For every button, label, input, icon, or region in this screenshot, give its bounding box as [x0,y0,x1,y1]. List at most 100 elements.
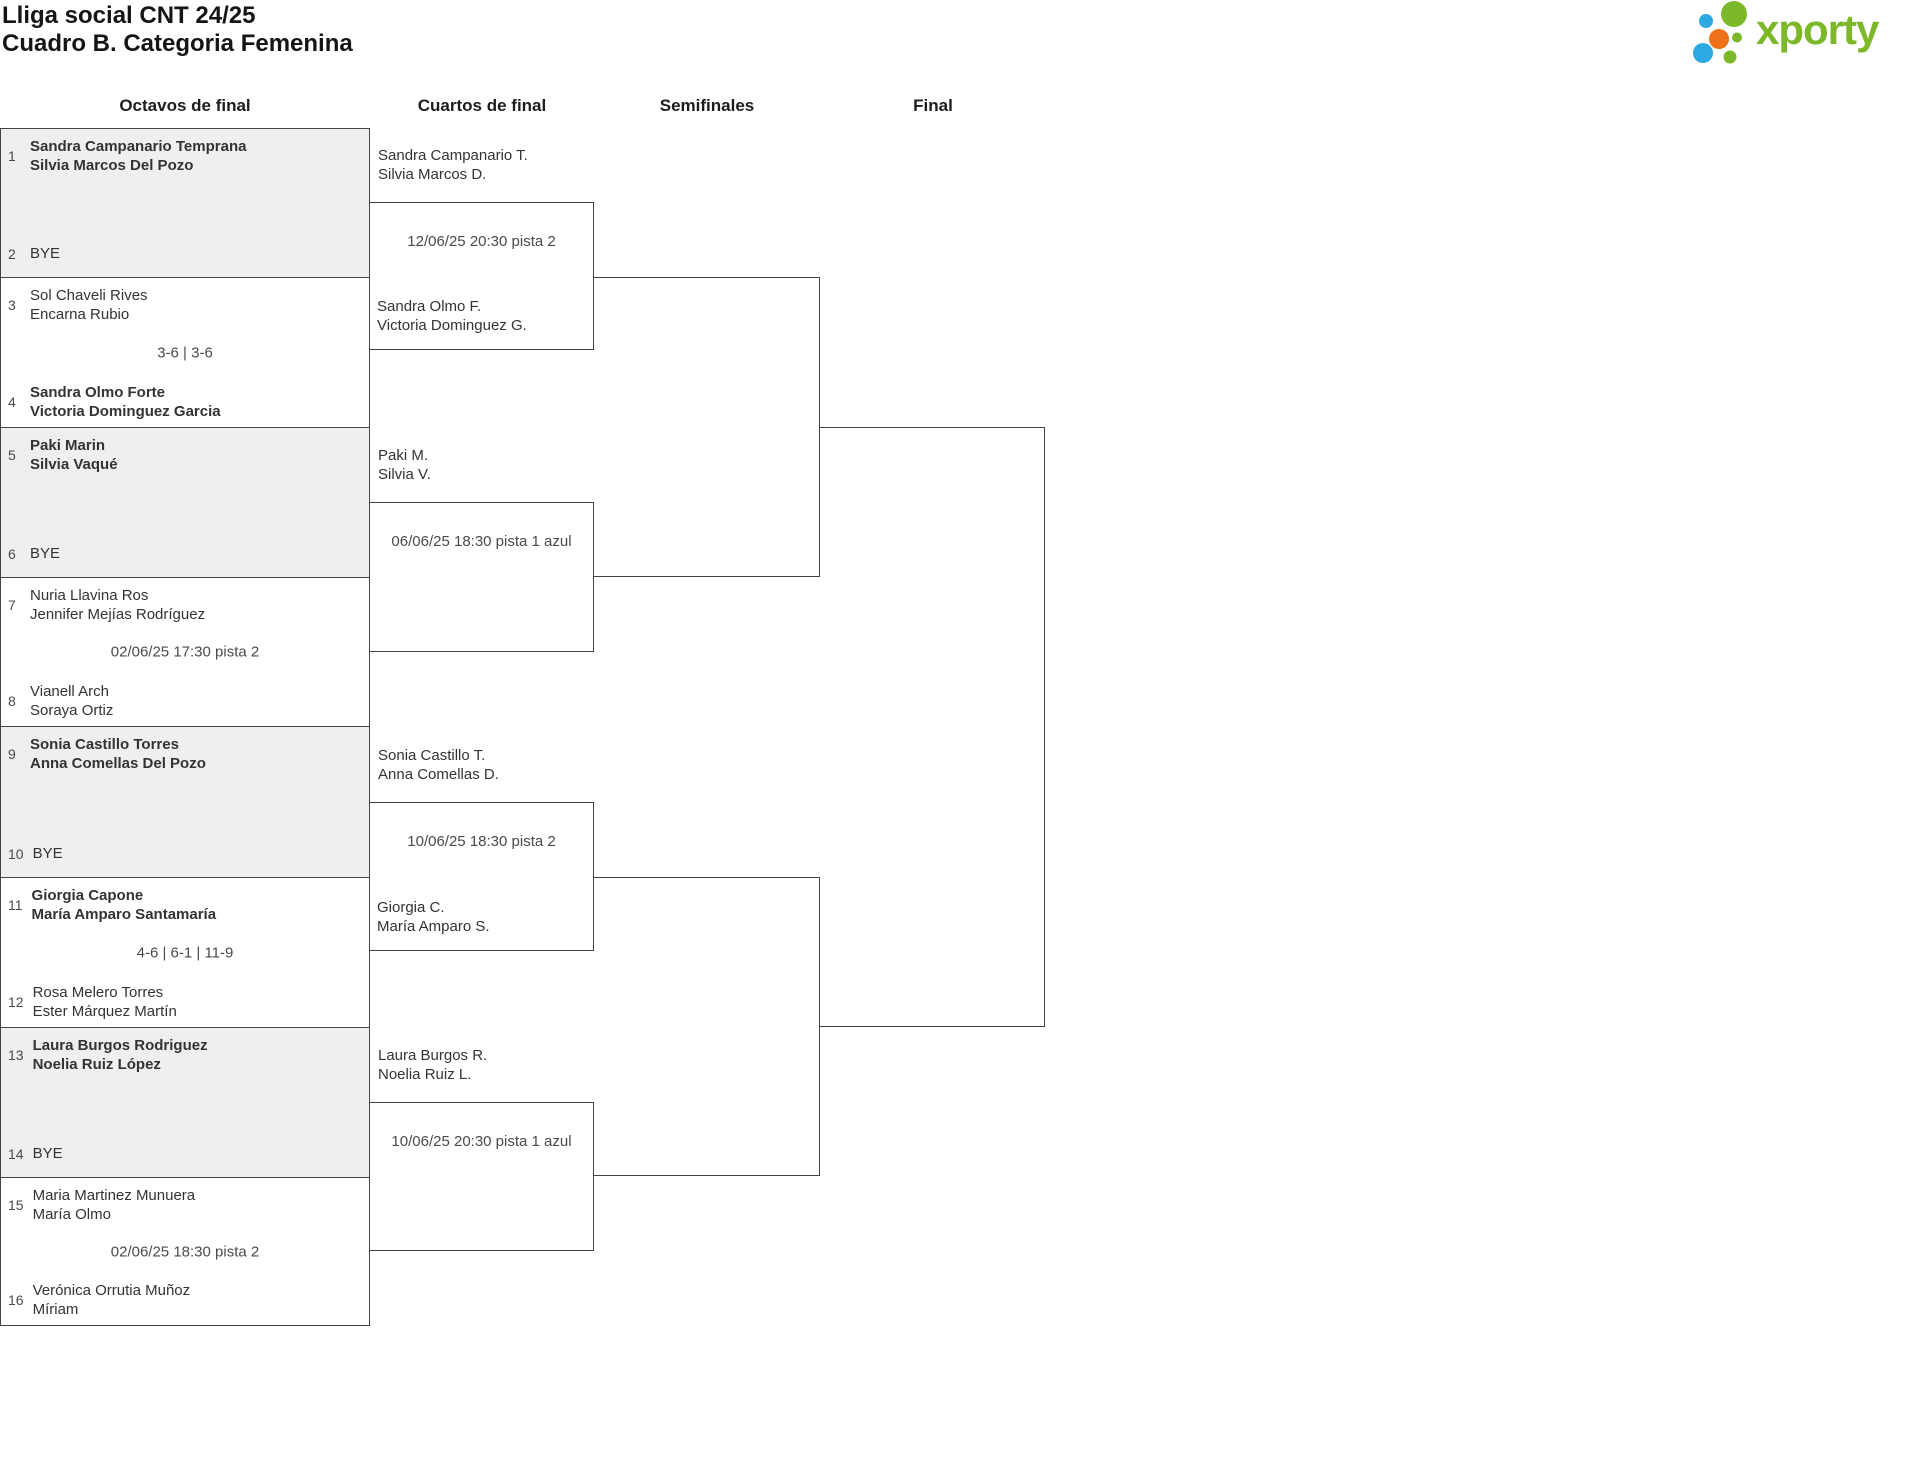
player-name: Paki M. [378,447,429,464]
octavos-match-3: 5 Paki Marin Silvia Vaqué 6 BYE [0,427,370,578]
team-names: Sonia Castillo Torres Anna Comellas Del … [30,735,206,773]
team-names: Giorgia Capone María Amparo Santamaría [32,886,217,924]
player-name: Nuria Llavina Ros [30,587,149,604]
logo-dot-blue-large [1693,43,1713,63]
match-schedule: 02/06/25 18:30 pista 2 [110,1243,260,1260]
team-names: Nuria Llavina Ros Jennifer Mejías Rodríg… [30,586,205,624]
logo-wordmark: xporty [1756,6,1879,53]
match-schedule: 12/06/25 20:30 pista 2 [407,233,556,250]
seed-number: 11 [8,897,23,913]
player-name: Silvia Marcos D. [378,166,487,183]
seed-number: 6 [8,545,16,562]
bye-label: BYE [32,845,63,862]
team-names: Sandra Campanario Temprana Silvia Marcos… [30,137,246,175]
bye-label: BYE [30,545,61,562]
cuartos-match-1: 12/06/25 20:30 pista 2 Sandra Olmo F. Vi… [370,202,594,350]
seed-number: 4 [8,394,16,410]
player-name: María Amparo Santamaría [31,906,217,923]
player-name: Sandra Olmo Forte [30,384,166,401]
team-entry: 3 Sol Chaveli Rives Encarna Rubio [8,286,365,324]
seed-number: 10 [8,845,24,862]
player-name: Maria Martinez Munuera [32,1187,196,1204]
player-name: Laura Burgos Rodriguez [32,1037,208,1054]
team-entry: 7 Nuria Llavina Ros Jennifer Mejías Rodr… [8,586,365,624]
octavos-match-2: 3 Sol Chaveli Rives Encarna Rubio 3-6 | … [0,277,370,428]
seed-number: 7 [8,597,16,613]
player-name: Míriam [32,1301,79,1318]
player-name: Sol Chaveli Rives [30,287,148,304]
cuartos-3-top-team: Sonia Castillo T. Anna Comellas D. [378,746,590,784]
match-schedule: 06/06/25 18:30 pista 1 azul [391,533,572,550]
round-header-semifinales: Semifinales [659,96,755,115]
player-name: Victoria Dominguez Garcia [30,403,221,420]
cuartos-3-bottom-team: Giorgia C. María Amparo S. [377,898,490,936]
team-entry: 14 BYE [8,1144,365,1163]
round-header-octavos: Octavos de final [119,96,251,115]
player-name: Soraya Ortiz [30,702,114,719]
octavos-match-5: 9 Sonia Castillo Torres Anna Comellas De… [0,726,370,878]
match-schedule: 10/06/25 18:30 pista 2 [407,833,556,850]
match-schedule: 10/06/25 20:30 pista 1 azul [391,1133,572,1150]
team-entry: 13 Laura Burgos Rodriguez Noelia Ruiz Ló… [8,1036,365,1074]
player-name: Sonia Castillo Torres [30,736,179,753]
team-entry: 15 Maria Martinez Munuera María Olmo [8,1186,365,1224]
player-name: Rosa Melero Torres [32,984,164,1001]
cuartos-2-top-team: Paki M. Silvia V. [378,446,590,484]
bracket-subtitle: Cuadro B. Categoria Femenina [2,30,353,57]
round-header-final: Final [913,96,953,115]
logo-dot-green-small [1723,50,1737,64]
cuartos-match-2: 06/06/25 18:30 pista 1 azul [370,502,594,652]
logo-dot-green-tiny [1732,32,1742,43]
xporty-logo: xporty [1684,0,1920,64]
player-name: Vianell Arch [30,683,109,700]
bye-label: BYE [32,1145,63,1162]
team-entry: 2 BYE [8,244,365,263]
player-name: Paki Marin [30,437,106,454]
player-name: Ester Márquez Martín [32,1003,177,1020]
player-name: Anna Comellas Del Pozo [30,755,206,772]
player-name: Noelia Ruiz L. [378,1066,472,1083]
player-name: Sandra Campanario T. [378,147,528,164]
match-score: 3-6 | 3-6 [157,344,213,361]
cuartos-match-3: 10/06/25 18:30 pista 2 Giorgia C. María … [370,802,594,951]
octavos-match-6: 11 Giorgia Capone María Amparo Santamarí… [0,877,370,1028]
match-schedule: 02/06/25 17:30 pista 2 [110,643,260,661]
team-names: Rosa Melero Torres Ester Márquez Martín [33,983,177,1021]
player-name: Giorgia Capone [31,887,144,904]
cuartos-1-top-team: Sandra Campanario T. Silvia Marcos D. [378,146,590,184]
match-score: 4-6 | 6-1 | 11-9 [136,944,234,961]
page-title: Lliga social CNT 24/25 Cuadro B. Categor… [2,2,353,58]
player-name: Silvia Marcos Del Pozo [30,157,194,174]
final-match [820,427,1045,1027]
semifinal-match-2 [594,877,820,1176]
team-names: Vianell Arch Soraya Ortiz [30,682,113,720]
logo-dot-blue-small [1699,14,1713,28]
seed-number: 1 [8,148,16,164]
octavos-match-1: 1 Sandra Campanario Temprana Silvia Marc… [0,128,370,278]
logo-dots-icon [1693,1,1747,64]
seed-number: 3 [8,297,16,313]
logo-dot-orange [1709,29,1729,49]
seed-number: 12 [8,994,24,1010]
player-name: María Amparo S. [377,918,490,935]
team-entry: 12 Rosa Melero Torres Ester Márquez Mart… [8,983,365,1021]
player-name: Silvia Vaqué [30,456,118,473]
seed-number: 14 [8,1145,24,1162]
bye-label: BYE [30,245,61,262]
team-entry: 4 Sandra Olmo Forte Victoria Dominguez G… [8,383,365,421]
tournament-name: Lliga social CNT 24/25 [2,2,256,29]
semifinal-match-1 [594,277,820,577]
team-entry: 9 Sonia Castillo Torres Anna Comellas De… [8,735,365,773]
player-name: Sonia Castillo T. [378,747,486,764]
seed-number: 16 [8,1292,24,1308]
team-names: Verónica Orrutia Muñoz Míriam [33,1281,191,1319]
octavos-match-8: 15 Maria Martinez Munuera María Olmo 02/… [0,1177,370,1326]
player-name: María Olmo [32,1206,111,1223]
player-name: Noelia Ruiz López [32,1056,161,1073]
player-name: Verónica Orrutia Muñoz [32,1282,191,1299]
player-name: Giorgia C. [377,899,445,916]
seed-number: 8 [8,693,16,709]
team-entry: 5 Paki Marin Silvia Vaqué [8,436,365,474]
player-name: Victoria Dominguez G. [377,317,527,334]
team-entry: 1 Sandra Campanario Temprana Silvia Marc… [8,137,365,175]
